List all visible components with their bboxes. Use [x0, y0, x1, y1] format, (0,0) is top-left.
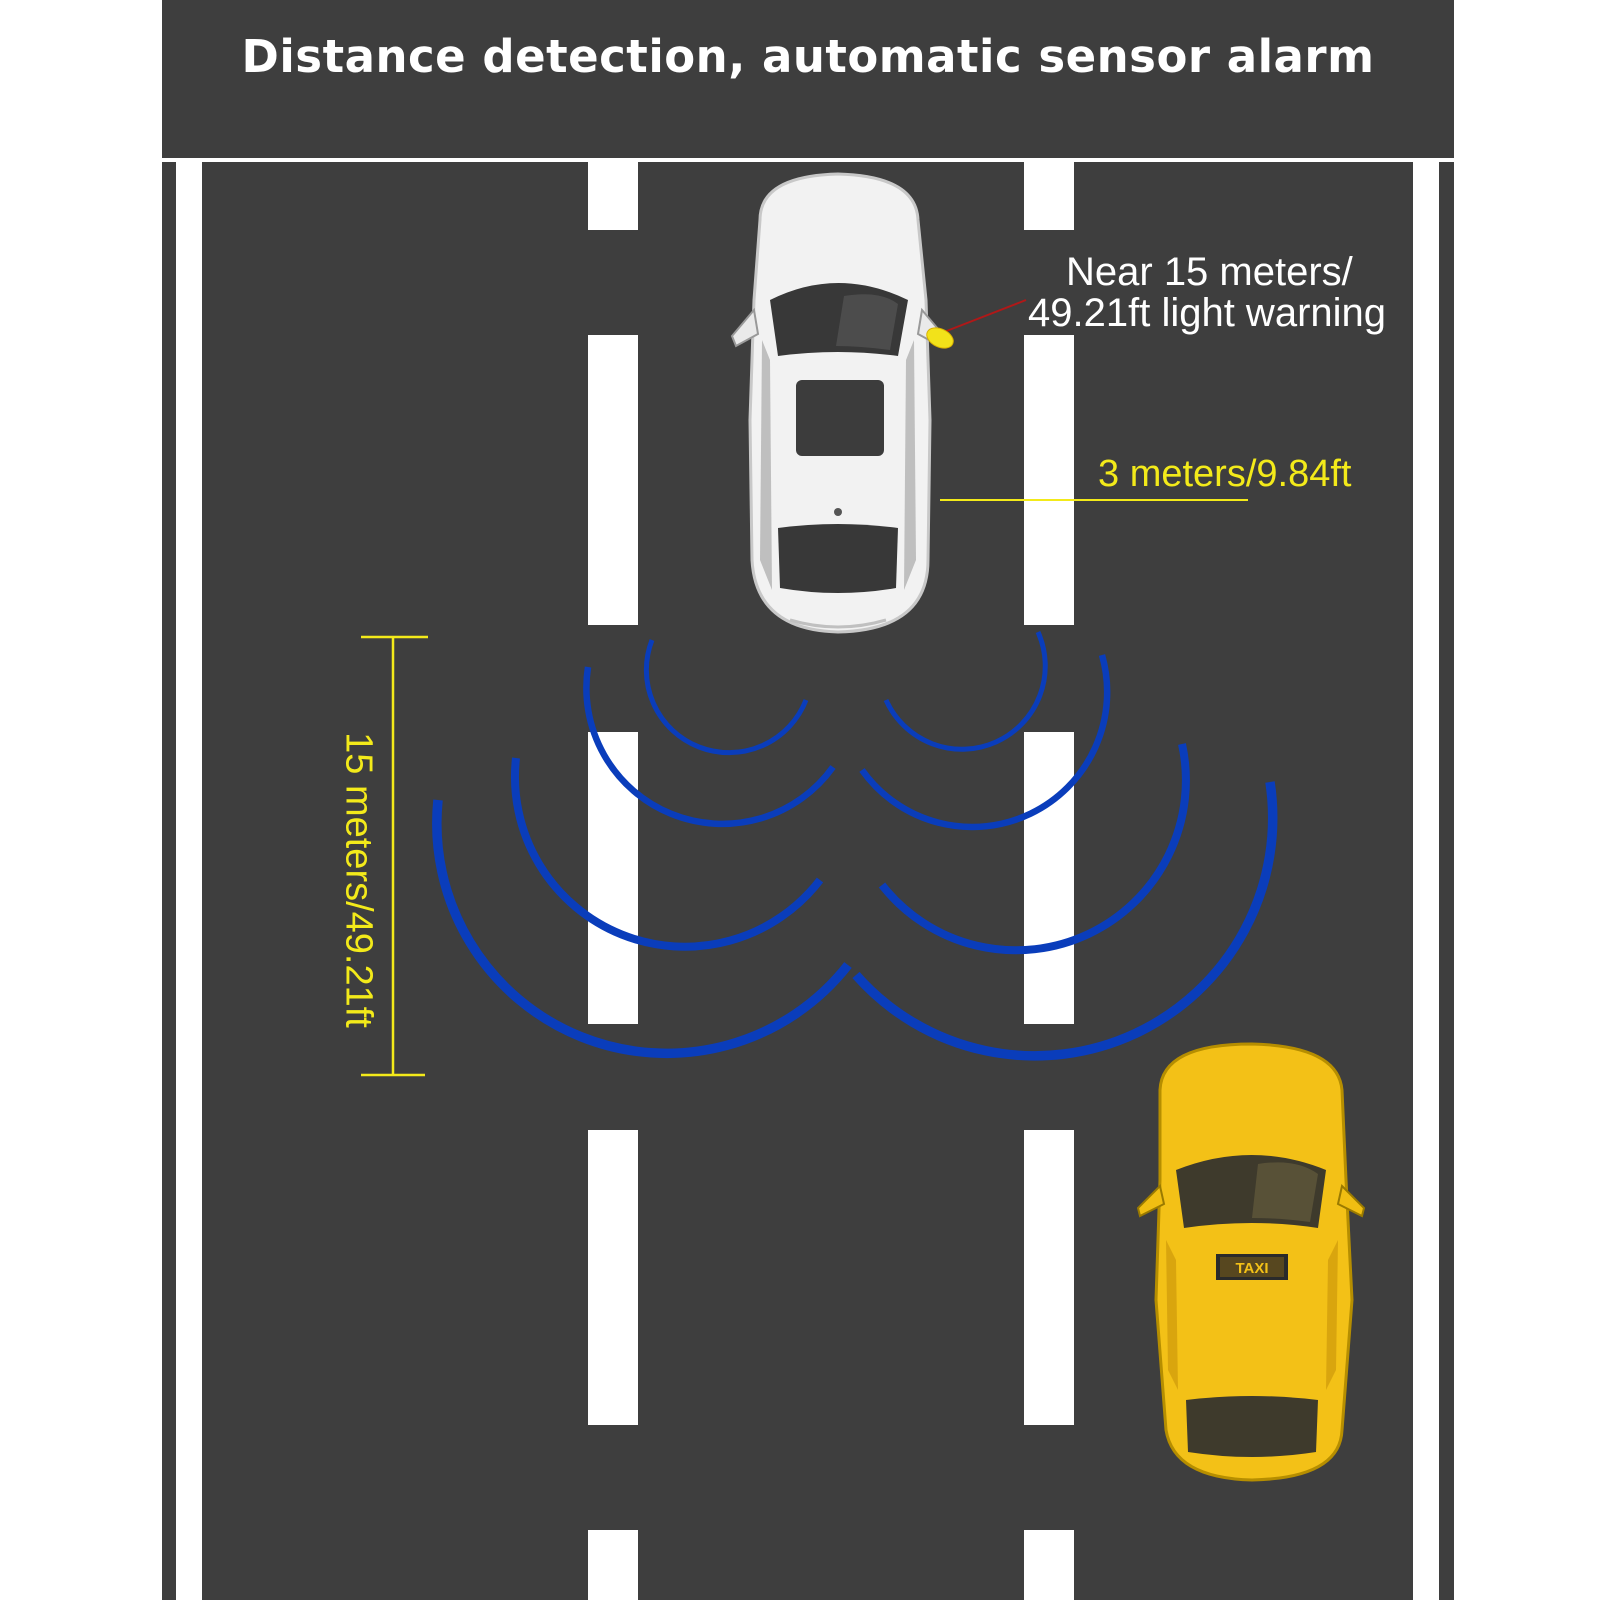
- taxi-sign: [1216, 1254, 1288, 1280]
- white-car-icon: [730, 172, 946, 634]
- light-warning-label-line1: Near 15 meters/: [1066, 250, 1353, 294]
- header-band: [162, 0, 1454, 158]
- rear-distance-measure: [361, 635, 428, 1077]
- left-edge-line: [176, 162, 202, 1600]
- page-title: Distance detection, automatic sensor ala…: [241, 30, 1375, 83]
- wave-right-2: [859, 654, 1111, 831]
- yellow-taxi-icon: [1136, 1042, 1366, 1482]
- taxi-sign-text: TAXI: [1235, 1260, 1268, 1277]
- rear-distance-label: 15 meters/49.21ft: [337, 732, 380, 1028]
- side-distance-label: 3 meters/9.84ft: [1098, 453, 1352, 495]
- wave-right-4: [852, 781, 1278, 1061]
- wave-left-3: [510, 757, 824, 951]
- lane-dashes-right: [1024, 162, 1074, 1600]
- right-edge-line: [1413, 162, 1439, 1600]
- wave-left-2: [583, 666, 836, 828]
- mirror-warning-light-icon: [926, 327, 954, 349]
- wave-left-1: [643, 639, 809, 756]
- light-warning-label-line2: 49.21ft light warning: [1028, 291, 1387, 335]
- sensor-wave-icon: [432, 630, 1278, 1061]
- lane-dashes-left: [588, 162, 638, 1600]
- wave-right-1: [883, 630, 1048, 752]
- wave-right-3: [878, 743, 1190, 955]
- warning-pointer-line: [943, 299, 1027, 333]
- wave-left-4: [432, 799, 852, 1058]
